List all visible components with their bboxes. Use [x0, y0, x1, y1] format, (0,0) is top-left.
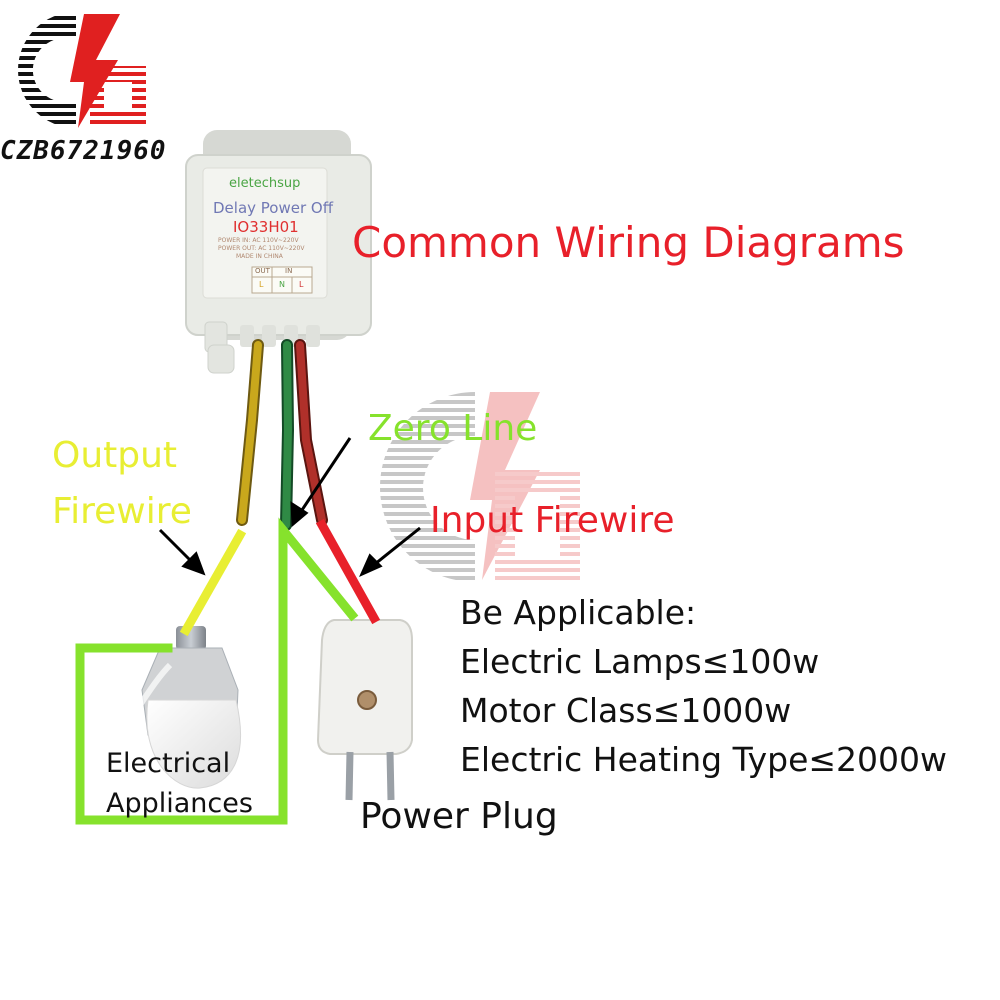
applicable-item: Motor Class≤1000w [460, 691, 792, 730]
electrical-appliances-label: Electrical Appliances [106, 744, 253, 824]
electrical-appliances-line1: Electrical [106, 748, 231, 779]
applicable-item: Electric Heating Type≤2000w [460, 740, 947, 779]
light-bulb-icon [137, 626, 241, 789]
device-power-out: POWER OUT: AC 110V~220V [218, 245, 305, 252]
power-plug-label: Power Plug [360, 796, 558, 837]
arrow-input-icon [359, 526, 421, 577]
device-brand: eletechsup [229, 176, 301, 191]
terminal-out-header: OUT [255, 267, 270, 275]
device-made-in: MADE IN CHINA [236, 253, 283, 260]
device-name: Delay Power Off [213, 199, 334, 217]
device-power-in: POWER IN: AC 110V~220V [218, 237, 299, 244]
schematic-wires [75, 517, 381, 825]
applicable-item: Electric Lamps≤100w [460, 642, 820, 681]
pointer-arrows [158, 437, 421, 577]
power-plug-icon [316, 619, 413, 801]
terminal-in-l: L [299, 280, 304, 289]
appliance-loop-path [75, 517, 359, 825]
arrow-output-icon [158, 528, 206, 576]
output-firewire-path [179, 528, 247, 637]
module-wires [236, 339, 328, 531]
output-firewire-line1: Output [52, 435, 178, 476]
output-firewire-label: Output Firewire [52, 428, 192, 540]
device-model: IO33H01 [233, 218, 299, 236]
delay-power-off-module [185, 130, 372, 374]
input-firewire-label: Input Firewire [430, 500, 675, 541]
arrow-zero-line-icon [290, 437, 352, 528]
applicable-heading: Be Applicable: [460, 593, 697, 632]
diagram-title: Common Wiring Diagrams [352, 218, 905, 267]
brand-logo-text: CZB6721960 [0, 136, 167, 166]
brand-logo [18, 12, 146, 128]
zero-line-label: Zero Line [368, 408, 538, 449]
electrical-appliances-line2: Appliances [106, 788, 253, 819]
terminal-in-header: IN [285, 267, 293, 275]
output-firewire-line2: Firewire [52, 491, 192, 532]
terminal-in-n: N [279, 280, 285, 289]
input-firewire-path [315, 518, 381, 625]
terminal-out-l: L [259, 280, 264, 289]
watermark-logo [380, 392, 580, 582]
applicable-list: Be Applicable: Electric Lamps≤100w Motor… [460, 588, 947, 784]
